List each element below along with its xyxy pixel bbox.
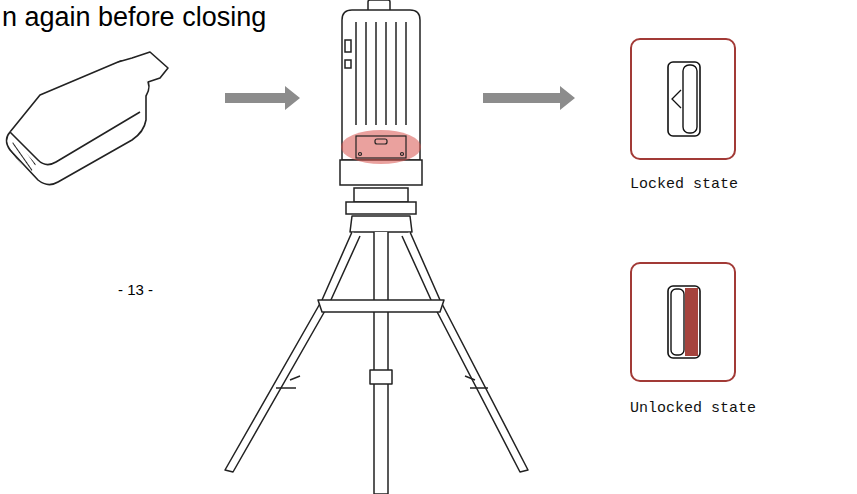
state-box: Unlocked state <box>630 262 736 422</box>
page-number: - 13 - <box>118 281 153 298</box>
state-label: Unlocked state <box>630 400 736 417</box>
lock-icon <box>632 264 734 380</box>
battery <box>7 52 169 185</box>
battery-cover <box>356 136 406 158</box>
lock-icon <box>632 40 734 158</box>
state-box: Locked state <box>630 38 736 198</box>
device <box>340 0 422 214</box>
state-frame <box>630 262 736 382</box>
state-frame <box>630 38 736 160</box>
instruction-text: n again before closing <box>2 2 266 33</box>
highlight <box>341 130 421 164</box>
state-label: Locked state <box>630 176 736 193</box>
tripod <box>225 216 528 494</box>
